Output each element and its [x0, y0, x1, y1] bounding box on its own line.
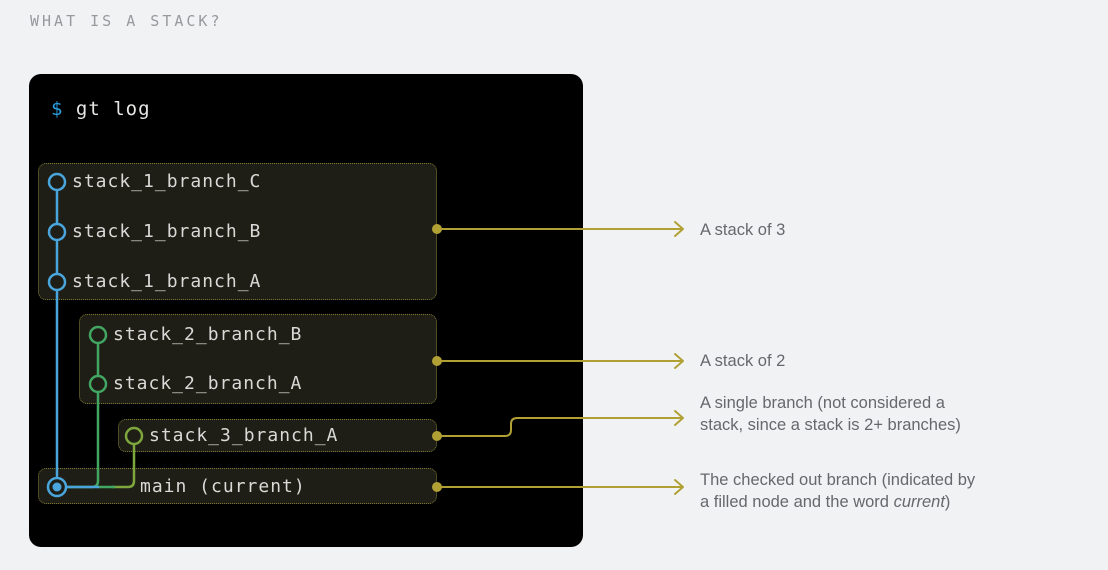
command-text: gt log: [75, 98, 151, 120]
branch-label: stack_1_branch_B: [72, 221, 262, 242]
annotation-stack-of-3: A stack of 3: [700, 221, 786, 239]
stack-3-group: [118, 419, 437, 452]
terminal-prompt: $ gt log: [51, 98, 151, 120]
branch-label: stack_3_branch_A: [149, 425, 339, 446]
stack-2-group: [79, 314, 437, 404]
prompt-symbol: $: [51, 98, 64, 120]
arrowhead-icon: [674, 353, 684, 369]
branch-label: stack_2_branch_B: [113, 324, 303, 345]
stack-1-group: [38, 163, 437, 300]
annotation-line: The checked out branch (indicated by: [700, 471, 976, 489]
branch-label: stack_1_branch_C: [72, 171, 262, 192]
annotation-stack-of-2: A stack of 2: [700, 352, 786, 370]
page-title: WHAT IS A STACK?: [30, 12, 223, 30]
annotation-line: A single branch (not considered a: [700, 394, 945, 412]
annotation-line: a filled node and the word: [700, 493, 894, 511]
annotation-line-end: ): [944, 493, 951, 511]
branch-label: stack_2_branch_A: [113, 373, 303, 394]
annotation-italic-word: current: [893, 493, 945, 511]
current-branch-label: main (current): [140, 476, 306, 497]
spacer: [63, 98, 75, 120]
branch-label: stack_1_branch_A: [72, 271, 262, 292]
annotation-single-branch: A single branch (not considered a stack, …: [700, 392, 961, 436]
annotation-checked-out: The checked out branch (indicated by a fi…: [700, 469, 975, 513]
arrowhead-icon: [674, 479, 684, 495]
annotation-line: stack, since a stack is 2+ branches): [700, 416, 961, 434]
arrowhead-icon: [674, 221, 684, 237]
arrowhead-icon: [674, 410, 684, 426]
